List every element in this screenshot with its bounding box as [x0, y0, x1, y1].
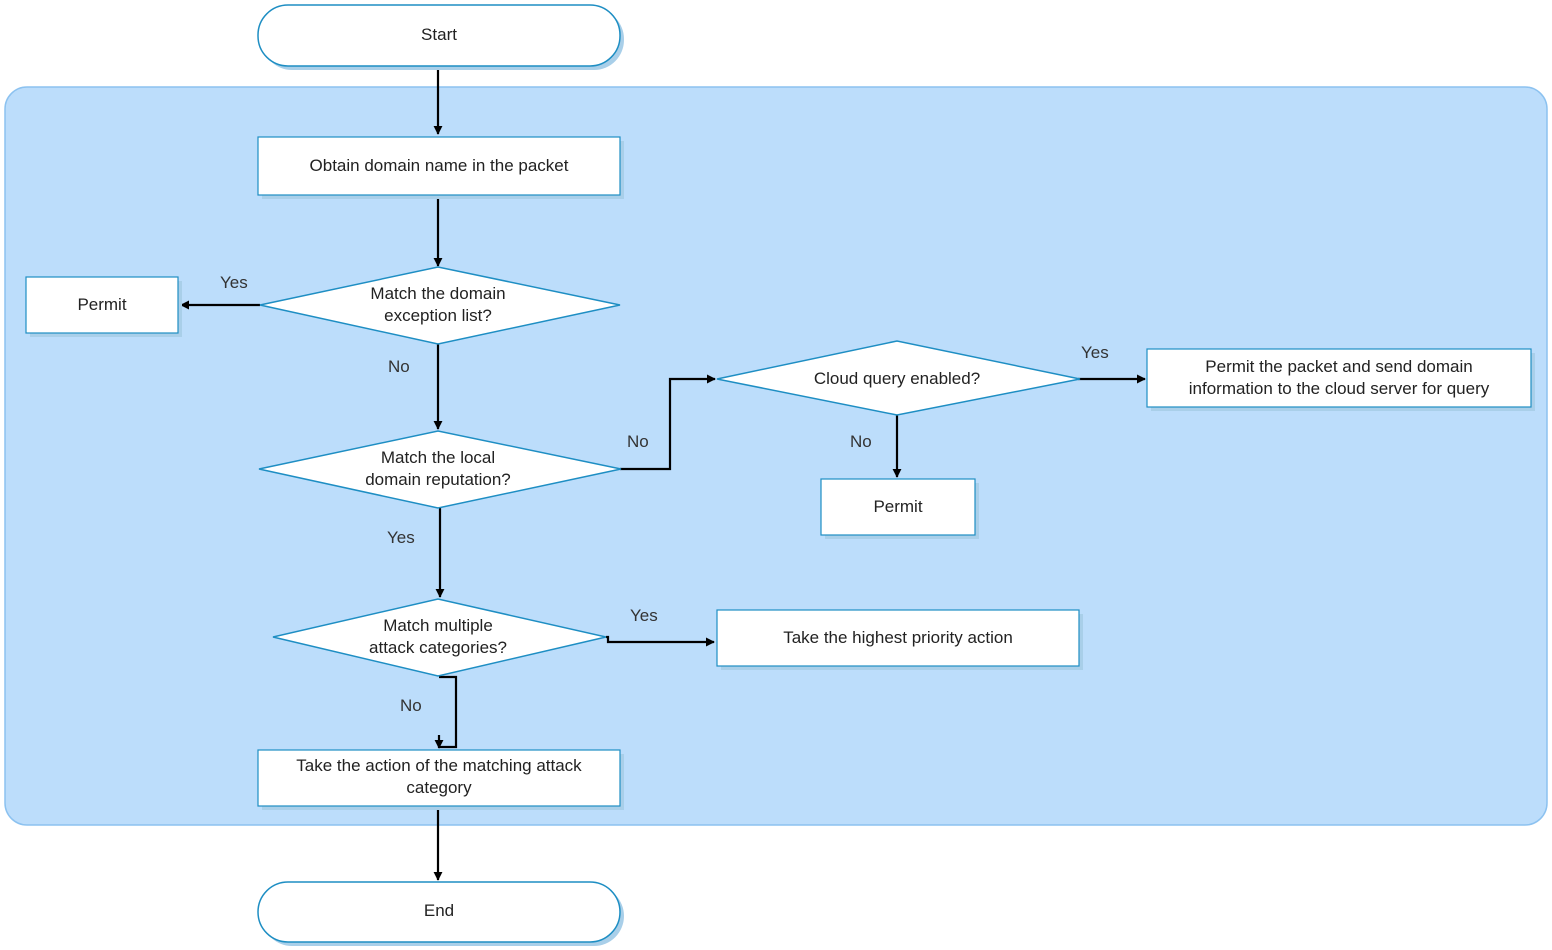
multiple-categories-decision: Match multiple attack categories?	[272, 598, 607, 677]
exception-no-label: No	[388, 357, 410, 376]
cloud-label: Cloud query enabled?	[814, 369, 980, 388]
end-label: End	[424, 901, 454, 920]
matching-category-process: Take the action of the matching attack c…	[257, 749, 624, 810]
exception-label-line1: Match the domain	[370, 284, 505, 303]
permit-exception-label: Permit	[77, 295, 126, 314]
local-no-label: No	[627, 432, 649, 451]
start-terminal: Start	[257, 4, 624, 70]
multi-yes-label: Yes	[630, 606, 658, 625]
cloud-query-decision: Cloud query enabled?	[716, 340, 1081, 416]
highest-priority-label: Take the highest priority action	[783, 628, 1013, 647]
end-terminal: End	[257, 881, 624, 946]
matching-label-line2: category	[406, 778, 472, 797]
edge-multi-matching	[439, 675, 458, 749]
local-reputation-decision: Match the local domain reputation?	[258, 430, 622, 509]
edge-local-cloud	[620, 374, 716, 471]
multi-label-line1: Match multiple	[383, 616, 493, 635]
obtain-domain-process: Obtain domain name in the packet	[257, 136, 624, 199]
local-label-line1: Match the local	[381, 448, 495, 467]
exception-label-line2: exception list?	[384, 306, 492, 325]
multi-label-line2: attack categories?	[369, 638, 507, 657]
cloud-yes-label: Yes	[1081, 343, 1109, 362]
edges	[180, 66, 1146, 881]
permit-cloud-label-line2: information to the cloud server for quer…	[1189, 379, 1490, 398]
permit-cloud-label-line1: Permit the packet and send domain	[1205, 357, 1472, 376]
edge-local-multi	[435, 507, 445, 598]
edge-labels: Yes No No Yes No Yes Yes No	[220, 273, 1109, 715]
local-yes-label: Yes	[387, 528, 415, 547]
processing-region	[4, 86, 1548, 826]
multi-no-label: No	[400, 696, 422, 715]
local-label-line2: domain reputation?	[365, 470, 511, 489]
edge-multi-highest	[606, 635, 715, 647]
obtain-domain-label: Obtain domain name in the packet	[310, 156, 569, 175]
start-label: Start	[421, 25, 457, 44]
matching-label-line1: Take the action of the matching attack	[296, 756, 582, 775]
cloud-no-label: No	[850, 432, 872, 451]
exception-yes-label: Yes	[220, 273, 248, 292]
highest-priority-process: Take the highest priority action	[716, 609, 1083, 670]
exception-list-decision: Match the domain exception list?	[259, 266, 621, 345]
permit-no-cloud-label: Permit	[873, 497, 922, 516]
permit-no-cloud-process: Permit	[820, 478, 979, 539]
permit-exception-process: Permit	[25, 276, 182, 337]
permit-cloud-query-process: Permit the packet and send domain inform…	[1146, 348, 1535, 411]
